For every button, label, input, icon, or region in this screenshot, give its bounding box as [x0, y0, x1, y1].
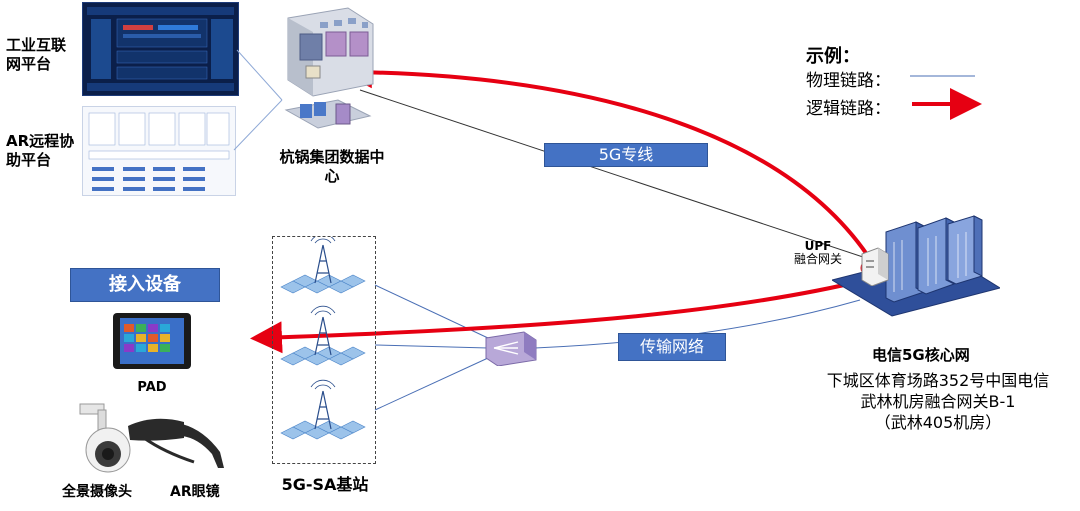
logical-link-to-access — [250, 278, 867, 354]
access-devices-title: 接入设备 — [70, 268, 220, 302]
panoramic-camera-icon — [74, 402, 134, 476]
core-address-line2: 武林机房融合网关B-1 — [860, 392, 1016, 411]
router-icon — [484, 330, 538, 367]
upf-label-line2: 融合网关 — [793, 252, 842, 266]
ar-platform-graphic — [88, 112, 230, 191]
datacenter-building-icon — [278, 4, 378, 148]
platform-connector-top — [236, 49, 283, 101]
base-station-3 — [280, 379, 366, 440]
transport-network-label: 传输网络 — [618, 333, 726, 361]
physical-link-datacenter-upf — [359, 89, 867, 259]
core-address-line1: 下城区体育场路352号中国电信 — [826, 371, 1050, 390]
logical-link-to-datacenter — [340, 56, 874, 264]
ar-glasses-label: AR眼镜 — [170, 484, 220, 500]
upf-label-line1: UPF — [804, 239, 832, 253]
pad-icon — [112, 312, 192, 370]
upf-label: UPF 融合网关 — [786, 240, 850, 266]
core-server-icon — [830, 212, 1002, 322]
datacenter-label: 杭锅集团数据中心 — [279, 148, 385, 185]
upf-gateway-icon — [858, 246, 892, 287]
base-station-label: 5G-SA基站 — [281, 475, 369, 494]
base-station-2 — [280, 305, 366, 366]
core-network-title: 电信5G核心网 — [872, 346, 970, 364]
ar-platform-screenshot — [82, 106, 236, 196]
physical-link-bs2 — [374, 344, 489, 349]
panoramic-camera-label: 全景摄像头 — [62, 484, 132, 500]
legend-logical-label: 逻辑链路： — [806, 99, 891, 119]
pad-label: PAD — [137, 380, 167, 395]
base-station-graphic — [280, 233, 366, 440]
base-station-1 — [280, 233, 366, 294]
platform-connector-bottom — [233, 99, 283, 151]
dedicated-5g-label: 5G专线 — [544, 143, 708, 167]
physical-link-bs3 — [374, 357, 489, 411]
physical-link-router-core — [534, 299, 861, 349]
ar-glasses-icon — [124, 412, 228, 472]
core-address: 下城区体育场路352号中国电信 武林机房融合网关B-1 （武林405机房） — [806, 370, 1070, 433]
core-address-line3: （武林405机房） — [874, 413, 1002, 432]
legend-physical-label: 物理链路： — [806, 71, 891, 91]
ar-platform-label: AR远程协助平台 — [6, 132, 75, 169]
legend-title: 示例： — [806, 46, 860, 67]
industrial-platform-graphic — [87, 7, 234, 91]
industrial-platform-screenshot — [82, 2, 239, 96]
base-station-group — [272, 233, 376, 464]
industrial-platform-label: 工业互联网平台 — [6, 36, 67, 73]
